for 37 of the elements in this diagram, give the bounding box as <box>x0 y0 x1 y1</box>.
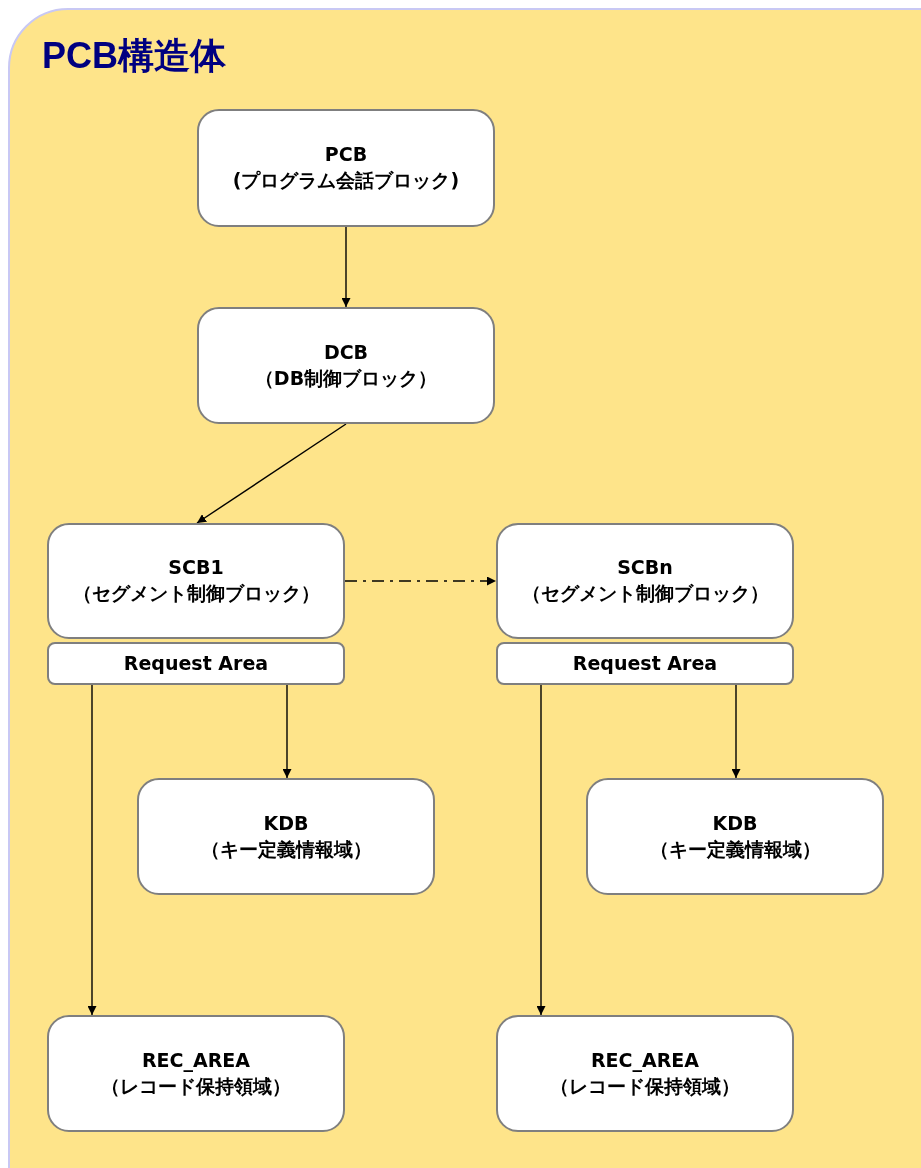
block-description: （キー定義情報域） <box>649 836 821 862</box>
block-box <box>586 778 884 895</box>
block-box <box>137 778 435 895</box>
block-box <box>197 307 495 424</box>
block-description: （セグメント制御ブロック） <box>72 581 320 606</box>
block-box <box>496 523 794 639</box>
block-name: SCBn <box>617 555 673 581</box>
block-name: KDB <box>263 810 309 836</box>
block-name: REC_AREA <box>590 1047 700 1074</box>
block-description: （レコード保持領域） <box>550 1073 740 1099</box>
arrow <box>341 226 351 308</box>
group-panel <box>8 8 921 1168</box>
arrow <box>344 576 497 586</box>
arrow <box>536 684 546 1016</box>
area-label: Request Area <box>572 650 718 676</box>
block-box <box>496 1015 794 1132</box>
block-box <box>47 523 345 639</box>
arrow <box>731 684 741 779</box>
block-description: （セグメント制御ブロック） <box>521 581 769 606</box>
arrow <box>282 684 292 779</box>
area-box <box>496 642 794 685</box>
block-name: SCB1 <box>168 555 224 581</box>
block-name: PCB <box>324 142 368 168</box>
panel-title: PCB構造体 <box>42 34 226 78</box>
block-name: REC_AREA <box>141 1047 251 1074</box>
block-description: （キー定義情報域） <box>200 836 372 862</box>
area-label: Request Area <box>123 650 269 676</box>
area-box <box>47 642 345 685</box>
block-box <box>197 109 495 227</box>
block-description: (プログラム会話ブロック) <box>232 168 460 193</box>
arrow <box>196 423 347 524</box>
block-name: KDB <box>712 810 758 836</box>
block-description: （DB制御ブロック） <box>254 365 438 391</box>
block-box <box>47 1015 345 1132</box>
arrow <box>87 684 97 1016</box>
block-description: （レコード保持領域） <box>101 1073 291 1099</box>
block-name: DCB <box>323 339 369 365</box>
